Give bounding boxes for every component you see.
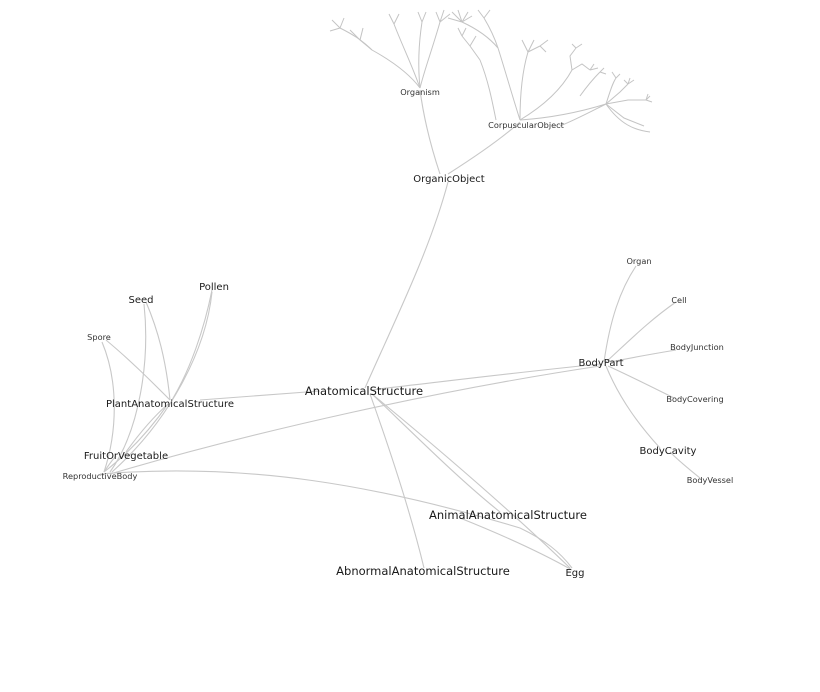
- node-fruitorvegetable[interactable]: FruitOrVegetable: [84, 451, 168, 462]
- node-spore[interactable]: Spore: [87, 332, 111, 342]
- node-egg[interactable]: Egg: [565, 568, 584, 579]
- edge-anatomical-organicobject: [364, 181, 449, 389]
- edge-anatomical-animalanatomical: [371, 393, 501, 513]
- edge-plant-spore: [105, 339, 171, 401]
- edges: [99, 89, 701, 571]
- node-bodycovering[interactable]: BodyCovering: [666, 394, 723, 404]
- node-bodycavity[interactable]: BodyCavity: [640, 446, 697, 457]
- node-organism[interactable]: Organism: [400, 87, 440, 97]
- edge-plant-reproductive: [103, 403, 169, 473]
- node-corpuscularobject[interactable]: CorpuscularObject: [488, 120, 565, 130]
- edge-bodypart-organ: [603, 265, 637, 363]
- node-bodyvessel[interactable]: BodyVessel: [687, 475, 734, 485]
- edge-animal-egg: [459, 517, 573, 571]
- edge-bodypart-bodycovering: [607, 365, 675, 399]
- node-pollen[interactable]: Pollen: [199, 282, 229, 293]
- node-animalanatomicalstructure[interactable]: AnimalAnatomicalStructure: [429, 508, 587, 522]
- edge-plant-seed: [145, 301, 171, 401]
- nodes: Organism CorpuscularObject OrganicObject…: [63, 87, 734, 579]
- edge-reproductive-pollen: [111, 291, 213, 473]
- node-cell[interactable]: Cell: [671, 295, 686, 305]
- edge-bodypart-cell: [605, 301, 677, 363]
- edge-anatomical-bodypart: [369, 363, 601, 391]
- edge-anatomical-plantanatomical: [199, 390, 321, 401]
- edge-plant-fruit: [125, 403, 169, 453]
- edge-anatomical-abnormal: [369, 393, 425, 569]
- node-plantanatomicalstructure[interactable]: PlantAnatomicalStructure: [106, 399, 234, 410]
- edge-organicobject-corpuscular: [447, 121, 521, 175]
- node-bodyjunction[interactable]: BodyJunction: [670, 342, 724, 352]
- node-seed[interactable]: Seed: [129, 295, 154, 306]
- edge-plant-pollen: [171, 289, 213, 401]
- edge-reproductive-bodypart: [109, 365, 601, 475]
- node-bodypart[interactable]: BodyPart: [579, 358, 624, 369]
- edge-bodycavity-bodyvessel: [669, 451, 701, 479]
- edge-bodypart-bodycavity: [605, 365, 661, 449]
- edge-organicobject-organism: [419, 89, 441, 175]
- node-reproductivebody[interactable]: ReproductiveBody: [63, 471, 138, 481]
- edge-bodypart-bodyjunction: [609, 349, 677, 363]
- node-abnormalanatomicalstructure[interactable]: AbnormalAnatomicalStructure: [336, 564, 510, 578]
- node-organ[interactable]: Organ: [626, 256, 651, 266]
- edge-reproductive-animalanatomical: [99, 470, 573, 569]
- edge-anatomical-egg: [371, 393, 571, 569]
- node-organicobject[interactable]: OrganicObject: [413, 174, 485, 185]
- edge-reproductive-fruit: [103, 455, 117, 473]
- edge-reproductive-spore: [101, 341, 115, 473]
- node-anatomicalstructure[interactable]: AnatomicalStructure: [305, 384, 423, 398]
- edge-reproductive-seed: [109, 303, 147, 473]
- upper-branch-twigs: [329, 9, 653, 133]
